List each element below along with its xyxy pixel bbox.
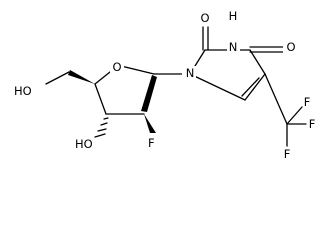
- ring-nitrogen-n1: N: [186, 66, 195, 80]
- furanose-ring-oxygen: O: [112, 60, 121, 74]
- ring-nitrogen-n3: N: [229, 40, 238, 54]
- bond-c2p-f-wedge: [144, 114, 156, 133]
- bond-c6-n1: [189, 73, 246, 101]
- structure-diagram: O H N O N O F F F HO HO F: [14, 9, 316, 161]
- hydroxyl-3prime: HO: [75, 137, 93, 151]
- bond-c1p-c2p-bold: [141, 75, 157, 112]
- bond-c4p-c5p-wedge: [68, 70, 95, 84]
- bond-c5p-o5p: [45, 71, 70, 85]
- cf3-fluorine-upper: F: [304, 95, 311, 109]
- carbonyl-oxygen-right: O: [286, 40, 295, 54]
- bond-c3p-c4p: [94, 83, 107, 115]
- bond-cf3-f-upper: [286, 106, 303, 125]
- carbonyl-oxygen-top: O: [200, 11, 209, 25]
- fluorine-2prime: F: [148, 136, 155, 150]
- cf3-fluorine-lower: F: [284, 147, 291, 161]
- bond-c4-c5: [249, 49, 266, 75]
- bond-c5-c6: [244, 73, 266, 101]
- cf3-fluorine-right: F: [309, 117, 316, 131]
- amide-hydrogen: H: [229, 9, 238, 23]
- bond-c5-cf3: [264, 73, 288, 125]
- hydroxyl-5prime: HO: [14, 84, 32, 98]
- bond-c5-c6-double: [241, 77, 260, 97]
- bond-o-c1p: [120, 65, 155, 75]
- bond-c3p-oh-hashed: [94, 117, 109, 138]
